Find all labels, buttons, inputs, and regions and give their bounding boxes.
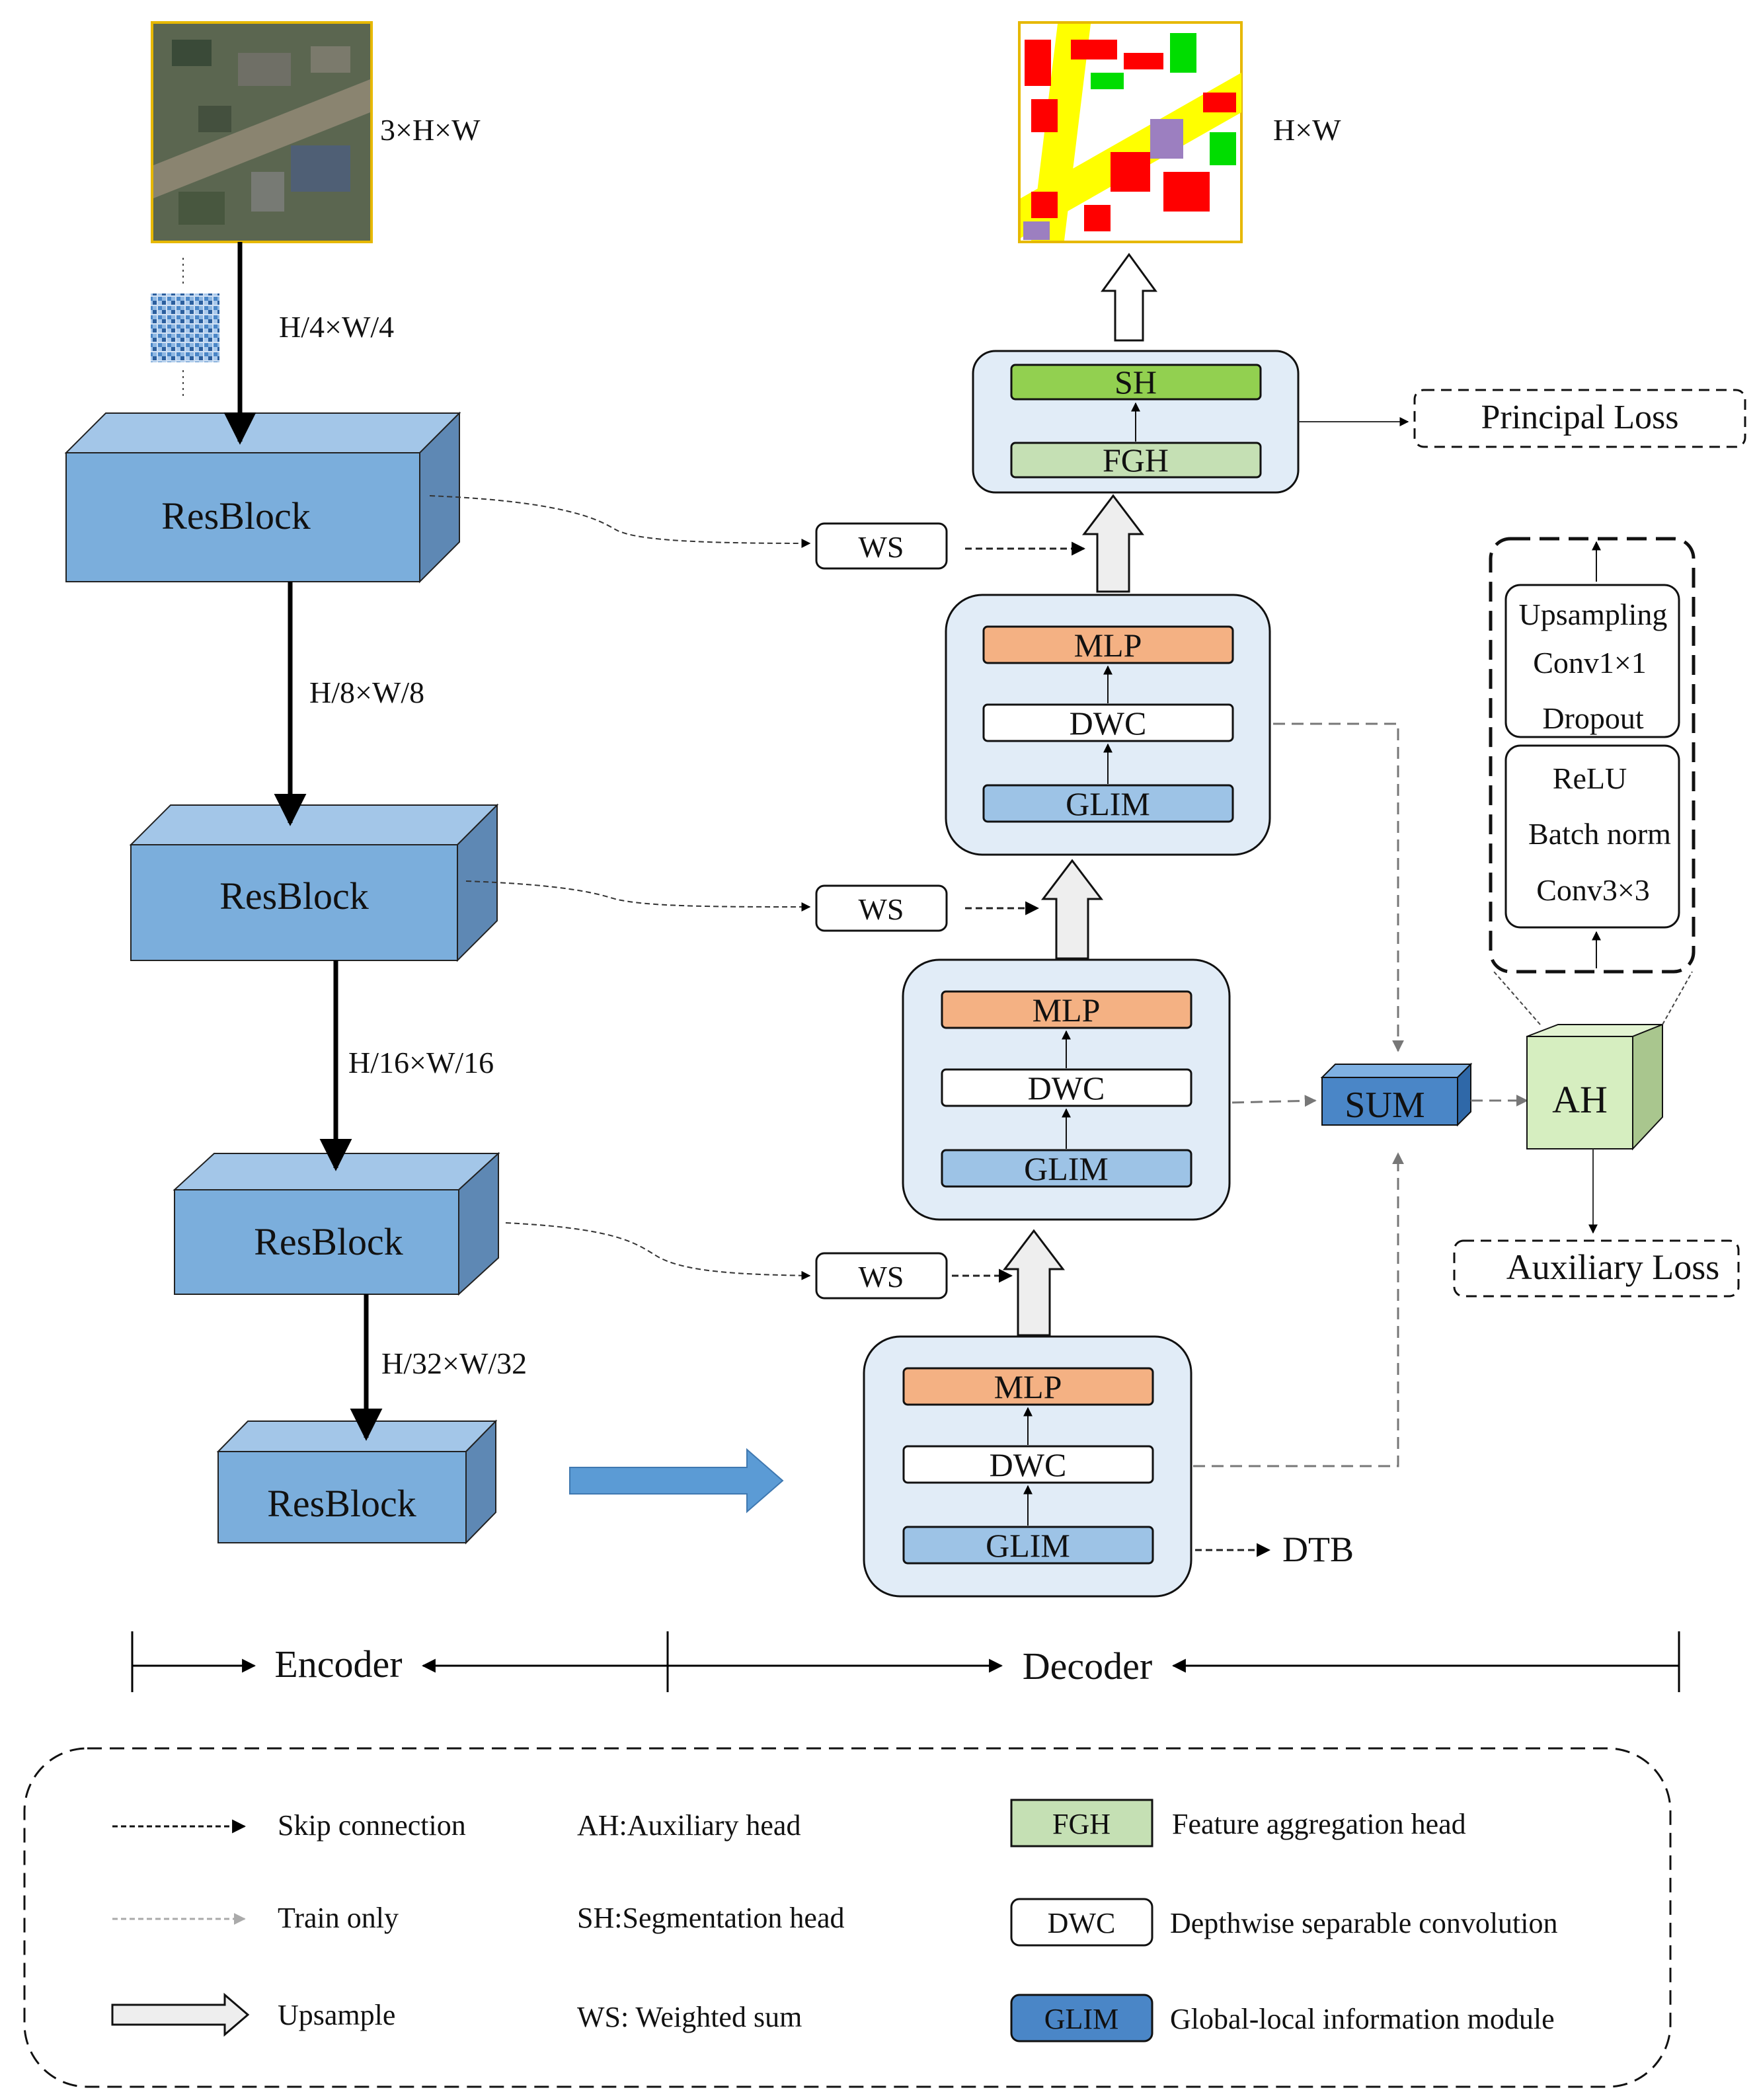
- resblock-4-label: ResBlock: [267, 1482, 416, 1525]
- decoder-1-glim-label: GLIM: [986, 1527, 1070, 1564]
- sum-box: SUM: [1320, 1062, 1473, 1127]
- decoder-3-dwc-label: DWC: [1070, 705, 1147, 742]
- upsample-arrow-2: [1040, 859, 1104, 960]
- legend-dwc-box-label: DWC: [1048, 1907, 1116, 1939]
- head-block: SH FGH: [972, 350, 1300, 494]
- output-dims-label: H×W: [1273, 113, 1341, 147]
- fgh-label: FGH: [1103, 442, 1169, 479]
- legend-fgh-box-label: FGH: [1052, 1808, 1111, 1840]
- legend-ah-label: AH:Auxiliary head: [577, 1809, 800, 1842]
- skip-connection-1: [429, 495, 811, 548]
- legend-box: [23, 1747, 1672, 2088]
- encoder-resblock-3: ResBlock: [173, 1151, 500, 1296]
- legend-sh-label: SH:Segmentation head: [577, 1902, 845, 1934]
- resblock-2-label: ResBlock: [219, 875, 369, 917]
- principal-loss-box: [1413, 389, 1746, 448]
- decoder-block-1: MLP DWC GLIM: [863, 1335, 1192, 1598]
- legend-ws-label: WS: Weighted sum: [577, 2001, 802, 2033]
- resblock-1-label: ResBlock: [161, 494, 311, 537]
- segmentation-map-icon: [1018, 21, 1243, 243]
- decoder-block-3: MLP DWC GLIM: [945, 594, 1271, 856]
- decoder-2-mlp-label: MLP: [1033, 992, 1101, 1029]
- ah-detail-upper-box: [1504, 584, 1680, 738]
- ws-label-3: WS: [859, 1260, 904, 1294]
- legend-skip-connection-label: Skip connection: [278, 1809, 466, 1842]
- encoder-resblock-1: ResBlock: [64, 411, 461, 584]
- legend-dwc-box: [1010, 1898, 1153, 1947]
- auxiliary-loss-box: [1453, 1239, 1740, 1298]
- train-only-line-decoder1: [1193, 1152, 1404, 1467]
- legend-glim-desc: Global-local information module: [1170, 2003, 1555, 2035]
- encoder-resblock-2: ResBlock: [129, 803, 499, 962]
- ws-box-1: WS: [815, 522, 948, 570]
- ah-detail-conv3x3: Conv3×3: [1536, 873, 1650, 907]
- upsample-arrow-3: [1081, 494, 1145, 593]
- input-dims-label: 3×H×W: [380, 113, 481, 147]
- train-only-line-decoder2: [1231, 1095, 1317, 1107]
- resblock-3-label: ResBlock: [254, 1220, 403, 1263]
- decoder-2-dwc-label: DWC: [1028, 1069, 1105, 1107]
- skip-connection-2: [465, 880, 811, 912]
- upsample-arrow-output: [1101, 253, 1157, 342]
- legend-upsample-icon: [111, 1992, 250, 2037]
- legend-train-only-label: Train only: [278, 1902, 399, 1934]
- ah-detail-dropout: Dropout: [1542, 701, 1644, 735]
- sum-label: SUM: [1345, 1085, 1425, 1126]
- section-divider-bar: [131, 1631, 1680, 1692]
- decoder-1-dwc-label: DWC: [990, 1446, 1067, 1483]
- decoder-3-mlp-label: MLP: [1074, 627, 1142, 664]
- auxiliary-head-cube: AH: [1526, 1023, 1663, 1151]
- ah-detail-batchnorm: Batch norm: [1528, 817, 1671, 851]
- decoder-2-glim-label: GLIM: [1024, 1150, 1109, 1187]
- legend-glim-box-label: GLIM: [1044, 2003, 1118, 2035]
- ah-detail-relu: ReLU: [1553, 761, 1627, 795]
- skip-connection-3: [505, 1222, 811, 1280]
- decoder-3-glim-label: GLIM: [1066, 785, 1150, 822]
- ah-label: AH: [1552, 1078, 1608, 1121]
- ah-detail-lower-box: [1504, 744, 1680, 929]
- decoder-block-2: MLP DWC GLIM: [902, 958, 1231, 1221]
- auxiliary-loss-label: Auxiliary Loss: [1506, 1247, 1719, 1287]
- ws-box-2: WS: [815, 884, 948, 932]
- encoder-to-decoder-arrow: [569, 1448, 784, 1514]
- ah-detail-conv1x1: Conv1×1: [1533, 646, 1647, 680]
- aerial-image-icon: [151, 21, 373, 243]
- ah-detail-connector-right: [1662, 971, 1693, 1025]
- decoder-1-mlp-label: MLP: [994, 1368, 1062, 1405]
- legend-upsample-label: Upsample: [278, 1999, 395, 2031]
- patch-grid-icon: [151, 293, 219, 362]
- principal-loss-label: Principal Loss: [1481, 399, 1679, 436]
- legend-glim-box: [1010, 1994, 1153, 2042]
- ws-label-2: WS: [859, 892, 904, 926]
- legend-fgh-box: [1010, 1799, 1153, 1847]
- decoder-section-label: Decoder: [1023, 1645, 1152, 1688]
- legend-fgh-desc: Feature aggregation head: [1172, 1808, 1466, 1840]
- ws-label-1: WS: [859, 530, 904, 564]
- scale-label-3: H/16×W/16: [348, 1046, 494, 1079]
- scale-label-2: H/8×W/8: [309, 676, 424, 709]
- scale-label-4: H/32×W/32: [381, 1346, 527, 1380]
- ah-detail-upsampling: Upsampling: [1519, 598, 1668, 631]
- scale-label-1: H/4×W/4: [279, 310, 394, 344]
- encoder-section-label: Encoder: [274, 1643, 402, 1686]
- ws-box-3: WS: [815, 1252, 948, 1300]
- legend-dwc-desc: Depthwise separable convolution: [1170, 1907, 1558, 1939]
- sh-label: SH: [1114, 364, 1157, 401]
- upsample-arrow-1: [1002, 1229, 1066, 1337]
- ah-detail-connector-left: [1493, 971, 1541, 1025]
- encoder-resblock-4: ResBlock: [216, 1419, 498, 1545]
- train-only-line-decoder3: [1273, 722, 1404, 1052]
- dtb-label: DTB: [1282, 1530, 1354, 1569]
